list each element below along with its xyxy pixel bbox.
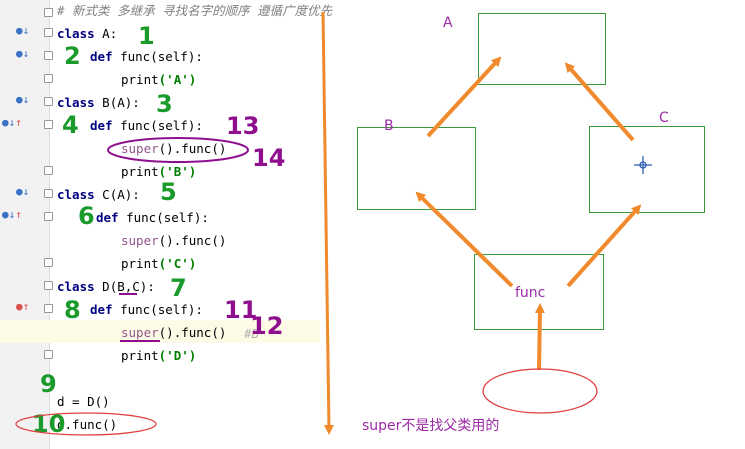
code-line-class-b[interactable]: class B(A):	[57, 95, 140, 111]
fold-marker-icon[interactable]	[44, 8, 53, 17]
code-text: ().func()	[158, 233, 227, 248]
current-line-highlight	[0, 320, 320, 343]
keyword: class	[57, 279, 95, 294]
keyword: class	[57, 95, 95, 110]
code-line-instance[interactable]: d = D()	[57, 394, 110, 410]
step-number-14: 14	[252, 144, 286, 172]
keyword: class	[57, 187, 95, 202]
code-text: B(A):	[94, 95, 140, 110]
code-text: ().func()	[158, 325, 227, 340]
step-number-8: 8	[64, 296, 81, 324]
code-text: d = D()	[57, 394, 110, 409]
overridden-method-icon[interactable]: ●↓	[16, 93, 30, 106]
code-text: D(B,C):	[94, 279, 155, 294]
fold-marker-icon[interactable]	[44, 258, 53, 267]
step-number-13: 13	[226, 112, 260, 140]
keyword: def	[90, 118, 113, 133]
overridden-method-icon[interactable]: ●↓	[16, 24, 30, 37]
string-literal: ('A')	[158, 72, 197, 87]
fold-marker-icon[interactable]	[44, 212, 53, 221]
step-number-7: 7	[170, 274, 187, 302]
label-c: C	[659, 110, 669, 126]
code-line-class-a[interactable]: class A:	[57, 26, 117, 42]
code-line-super-b[interactable]: super().func()	[121, 141, 226, 157]
code-line-class-d[interactable]: class D(B,C):	[57, 279, 155, 295]
step-number-10: 10	[32, 410, 66, 438]
super-builtin: super	[121, 233, 159, 248]
code-text: func(self):	[118, 210, 209, 225]
string-literal: ('D')	[158, 348, 197, 363]
class-c-box	[589, 126, 705, 213]
label-b: B	[384, 118, 394, 134]
code-line-super-d[interactable]: super().func()	[121, 325, 226, 341]
overriding-method-icon[interactable]: ●↑	[16, 300, 30, 313]
gutter-divider	[49, 0, 50, 449]
fold-marker-icon[interactable]	[44, 120, 53, 129]
caller-ellipse	[482, 368, 598, 414]
string-literal: ('B')	[158, 164, 197, 179]
label-func: func	[515, 285, 546, 301]
overridden-method-icon[interactable]: ●↓	[16, 185, 30, 198]
code-text: C(A):	[94, 187, 140, 202]
label-a: A	[443, 15, 453, 31]
code-text: ().func()	[158, 141, 227, 156]
class-b-box	[357, 127, 476, 210]
step-number-5: 5	[160, 178, 177, 206]
fold-marker-icon[interactable]	[44, 51, 53, 60]
string-literal: ('C')	[158, 256, 197, 271]
step-number-2: 2	[64, 42, 81, 70]
step-number-4: 4	[62, 111, 79, 139]
super-builtin: super	[121, 141, 159, 156]
code-comment: # 新式类 多继承 寻找名字的顺序 遵循广度优先	[57, 3, 333, 18]
fold-marker-icon[interactable]	[44, 350, 53, 359]
code-line-print-c[interactable]: print('C')	[121, 256, 196, 272]
override-implement-icon[interactable]: ●↓↑	[2, 116, 22, 129]
step-number-12: 12	[250, 312, 284, 340]
flow-arrow-down	[321, 11, 334, 435]
code-line-print-b[interactable]: print('B')	[121, 164, 196, 180]
fold-marker-icon[interactable]	[44, 74, 53, 83]
overridden-method-icon[interactable]: ●↓	[16, 47, 30, 60]
code-line-def-b[interactable]: def func(self):	[90, 118, 203, 134]
editor-gutter	[0, 0, 50, 449]
code-text: A:	[94, 26, 118, 41]
fold-marker-icon[interactable]	[44, 281, 53, 290]
code-text: print	[121, 72, 159, 87]
keyword: def	[90, 302, 113, 317]
keyword: class	[57, 26, 95, 41]
code-line-print-a[interactable]: print('A')	[121, 72, 196, 88]
code-line-class-c[interactable]: class C(A):	[57, 187, 140, 203]
step-number-11: 11	[224, 296, 258, 324]
code-line-def-a[interactable]: def func(self):	[90, 49, 203, 65]
code-text: print	[121, 256, 159, 271]
fold-marker-icon[interactable]	[44, 97, 53, 106]
code-text: print	[121, 164, 159, 179]
code-text: func(self):	[112, 118, 203, 133]
code-text: func(self):	[112, 302, 203, 317]
code-line-print-d[interactable]: print('D')	[121, 348, 196, 364]
step-number-9: 9	[40, 370, 57, 398]
code-text: print	[121, 348, 159, 363]
fold-marker-icon[interactable]	[44, 28, 53, 37]
fold-marker-icon[interactable]	[44, 189, 53, 198]
code-line-call[interactable]: d.func()	[57, 417, 117, 433]
keyword: def	[96, 210, 119, 225]
step-number-1: 1	[138, 22, 155, 50]
code-text: func(self):	[112, 49, 203, 64]
super-builtin: super	[121, 325, 159, 340]
keyword: def	[90, 49, 113, 64]
override-implement-icon[interactable]: ●↓↑	[2, 208, 22, 221]
class-a-box	[478, 13, 606, 85]
faded-comment: #B	[244, 326, 260, 341]
diagram-note: super不是找父类用的	[362, 418, 500, 434]
code-line-def-c[interactable]: def func(self):	[96, 210, 209, 226]
fold-marker-icon[interactable]	[44, 166, 53, 175]
code-line-super-c[interactable]: super().func()	[121, 233, 226, 249]
fold-marker-icon[interactable]	[44, 304, 53, 313]
step-number-3: 3	[156, 90, 173, 118]
code-text: d.func()	[57, 417, 118, 432]
step-number-6: 6	[78, 202, 95, 230]
code-line-def-d[interactable]: def func(self):	[90, 302, 203, 318]
